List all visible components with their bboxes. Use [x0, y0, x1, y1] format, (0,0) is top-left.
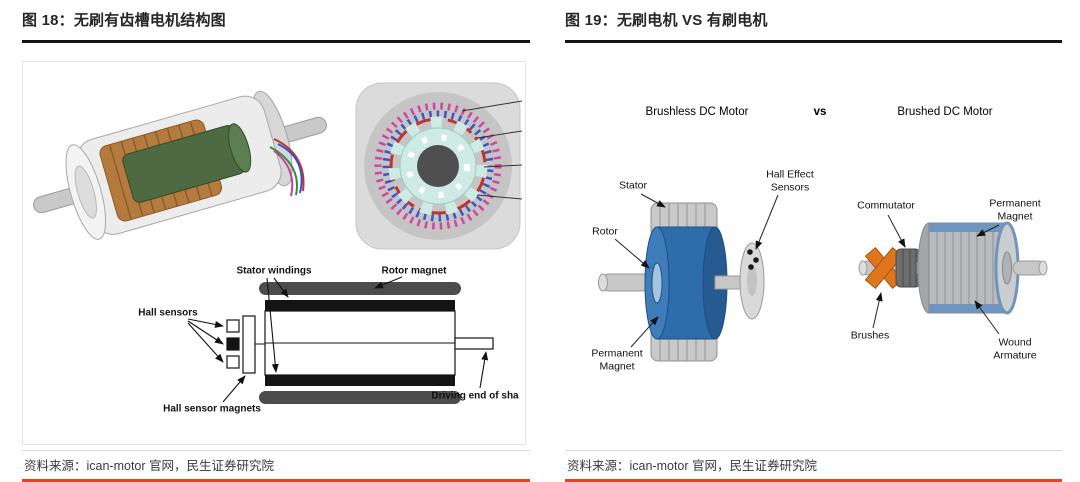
figure-19-source-rule — [565, 450, 1062, 451]
figure-19-artwork — [598, 193, 1048, 362]
cross-section-slots — [406, 134, 470, 198]
label-permanent-magnet-brushed: Permanent Magnet — [989, 197, 1041, 222]
label-hall-sensor-magnets: Hall sensor magnets — [163, 403, 261, 415]
motor-cross-section — [355, 82, 523, 250]
label-stator-windings: Stator windings — [236, 265, 312, 277]
figure-18-frame — [22, 61, 526, 445]
label-hall-effect-sensors: Hall Effect Sensors — [766, 168, 814, 193]
hall-sensor-dots — [747, 249, 759, 270]
brushless-motor-drawing — [598, 202, 765, 362]
figure-18-accent-rule — [22, 479, 530, 482]
label-wound-armature: Wound Armature — [993, 336, 1037, 361]
figure-18-title: 图 18：无刷有齿槽电机结构图 — [22, 12, 226, 29]
figure-19-accent-rule — [565, 479, 1062, 482]
schematic-rotor-magnet-top — [259, 282, 461, 295]
figure-19-title-rule — [565, 40, 1062, 43]
schematic-stator-winding-bottom — [265, 375, 455, 386]
figure-18-artwork — [33, 82, 523, 404]
schematic-rotor-magnet-bottom — [259, 391, 461, 404]
figure-19-panel: 图 19：无刷电机 VS 有刷电机 — [565, 0, 1062, 482]
motor-lead-wires — [269, 138, 305, 197]
cross-section-magnet-dots-inner — [382, 110, 494, 222]
figure-19-title: 图 19：无刷电机 VS 有刷电机 — [565, 12, 768, 29]
label-driving-end: Driving end of sha — [431, 390, 519, 402]
cross-section-stator-teeth — [388, 116, 488, 216]
hall-sensor-disc — [739, 242, 765, 320]
figure-18-body: Stator windings Rotor magnet Hall sensor… — [22, 43, 530, 450]
vs-label: vs — [813, 106, 827, 118]
label-commutator: Commutator — [857, 199, 915, 212]
figure-18-source: 资料来源：ican-motor 官网，民生证券研究院 — [24, 459, 275, 473]
brushless-motor-title: Brushless DC Motor — [645, 106, 749, 118]
figure-19-canvas: Brushless DC Motor vs Brushed DC Motor S… — [565, 55, 1062, 445]
schematic-shaft-end — [454, 337, 494, 350]
motor-schematic — [187, 276, 494, 404]
motor-front-face — [65, 144, 107, 240]
motor-rotor-core — [122, 123, 252, 203]
brushless-shaft — [598, 273, 660, 292]
commutator-shape — [895, 248, 921, 288]
schematic-stator-winding-top — [265, 300, 455, 311]
brushless-rotor — [644, 226, 728, 340]
comparison-arrows — [614, 193, 1000, 348]
figure-19-source: 资料来源：ican-motor 官网，民生证券研究院 — [567, 459, 818, 473]
cross-section-leader-lines — [461, 100, 523, 200]
label-stator: Stator — [618, 179, 648, 192]
brushed-motor-title: Brushed DC Motor — [897, 106, 993, 118]
figure-18-canvas: Stator windings Rotor magnet Hall sensor… — [22, 55, 530, 445]
label-hall-sensors: Hall sensors — [138, 307, 198, 319]
brushed-shaft-rear — [1012, 260, 1048, 276]
figure-18-source-rule — [22, 450, 530, 451]
schematic-arrows — [187, 276, 489, 403]
label-rotor: Rotor — [592, 225, 618, 238]
figure-18-title-rule — [22, 40, 530, 43]
schematic-hall-assembly — [226, 315, 256, 374]
label-rotor-magnet: Rotor magnet — [381, 265, 447, 277]
label-permanent-magnet-brushless: Permanent Magnet — [591, 347, 643, 372]
cross-section-rotor-core — [417, 145, 459, 187]
figure-19-body: Brushless DC Motor vs Brushed DC Motor S… — [565, 43, 1062, 450]
figure-18-panel: 图 18：无刷有齿槽电机结构图 — [22, 0, 530, 482]
motor-3d-cutaway — [33, 90, 327, 240]
brushed-motor-drawing — [858, 221, 1048, 315]
label-brushes: Brushes — [850, 329, 890, 342]
wound-armature-shape — [917, 221, 1020, 315]
